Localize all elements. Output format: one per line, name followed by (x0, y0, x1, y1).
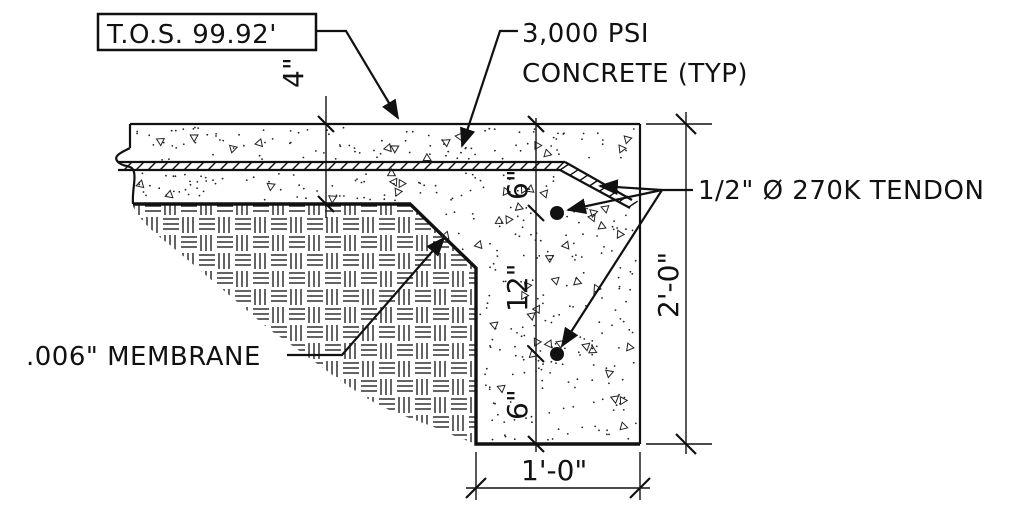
dimension-tendon-spacing: 6" 12" 6" (501, 115, 545, 453)
dim-beam-width: 1'-0" (521, 454, 587, 487)
dim-slab-thickness: 4" (277, 57, 310, 88)
concrete-label-line2: CONCRETE (TYP) (522, 59, 748, 89)
tendons (550, 206, 564, 361)
concrete-callout: 3,000 PSI CONCRETE (TYP) (460, 19, 748, 148)
tendon-callout: 1/2" Ø 270K TENDON (560, 176, 984, 348)
dimension-slab-thickness: 4" (277, 57, 335, 218)
membrane-label: .006" MEMBRANE (26, 342, 261, 372)
tos-callout: T.O.S. 99.92' (96, 12, 400, 120)
concrete-section (115, 118, 642, 452)
dimension-beam-width: 1'-0" (465, 452, 651, 500)
membrane-layer (118, 160, 638, 209)
dim-tendon-bottom-offset: 6" (501, 389, 534, 420)
soil-hatch-region (132, 204, 476, 444)
tendon-label: 1/2" Ø 270K TENDON (698, 176, 984, 206)
tendon-marker-bottom (550, 347, 564, 361)
dim-beam-depth: 2'-0" (652, 252, 685, 318)
dim-tendon-spacing: 12" (501, 263, 534, 312)
concrete-stipple (135, 126, 637, 441)
tendon-marker-top (550, 206, 564, 220)
dim-tendon-top-offset: 6" (501, 169, 534, 200)
dimension-beam-depth: 2'-0" (646, 112, 712, 455)
membrane-callout: .006" MEMBRANE (26, 236, 446, 372)
tos-label: T.O.S. 99.92' (106, 20, 277, 50)
concrete-label-line1: 3,000 PSI (522, 19, 649, 49)
